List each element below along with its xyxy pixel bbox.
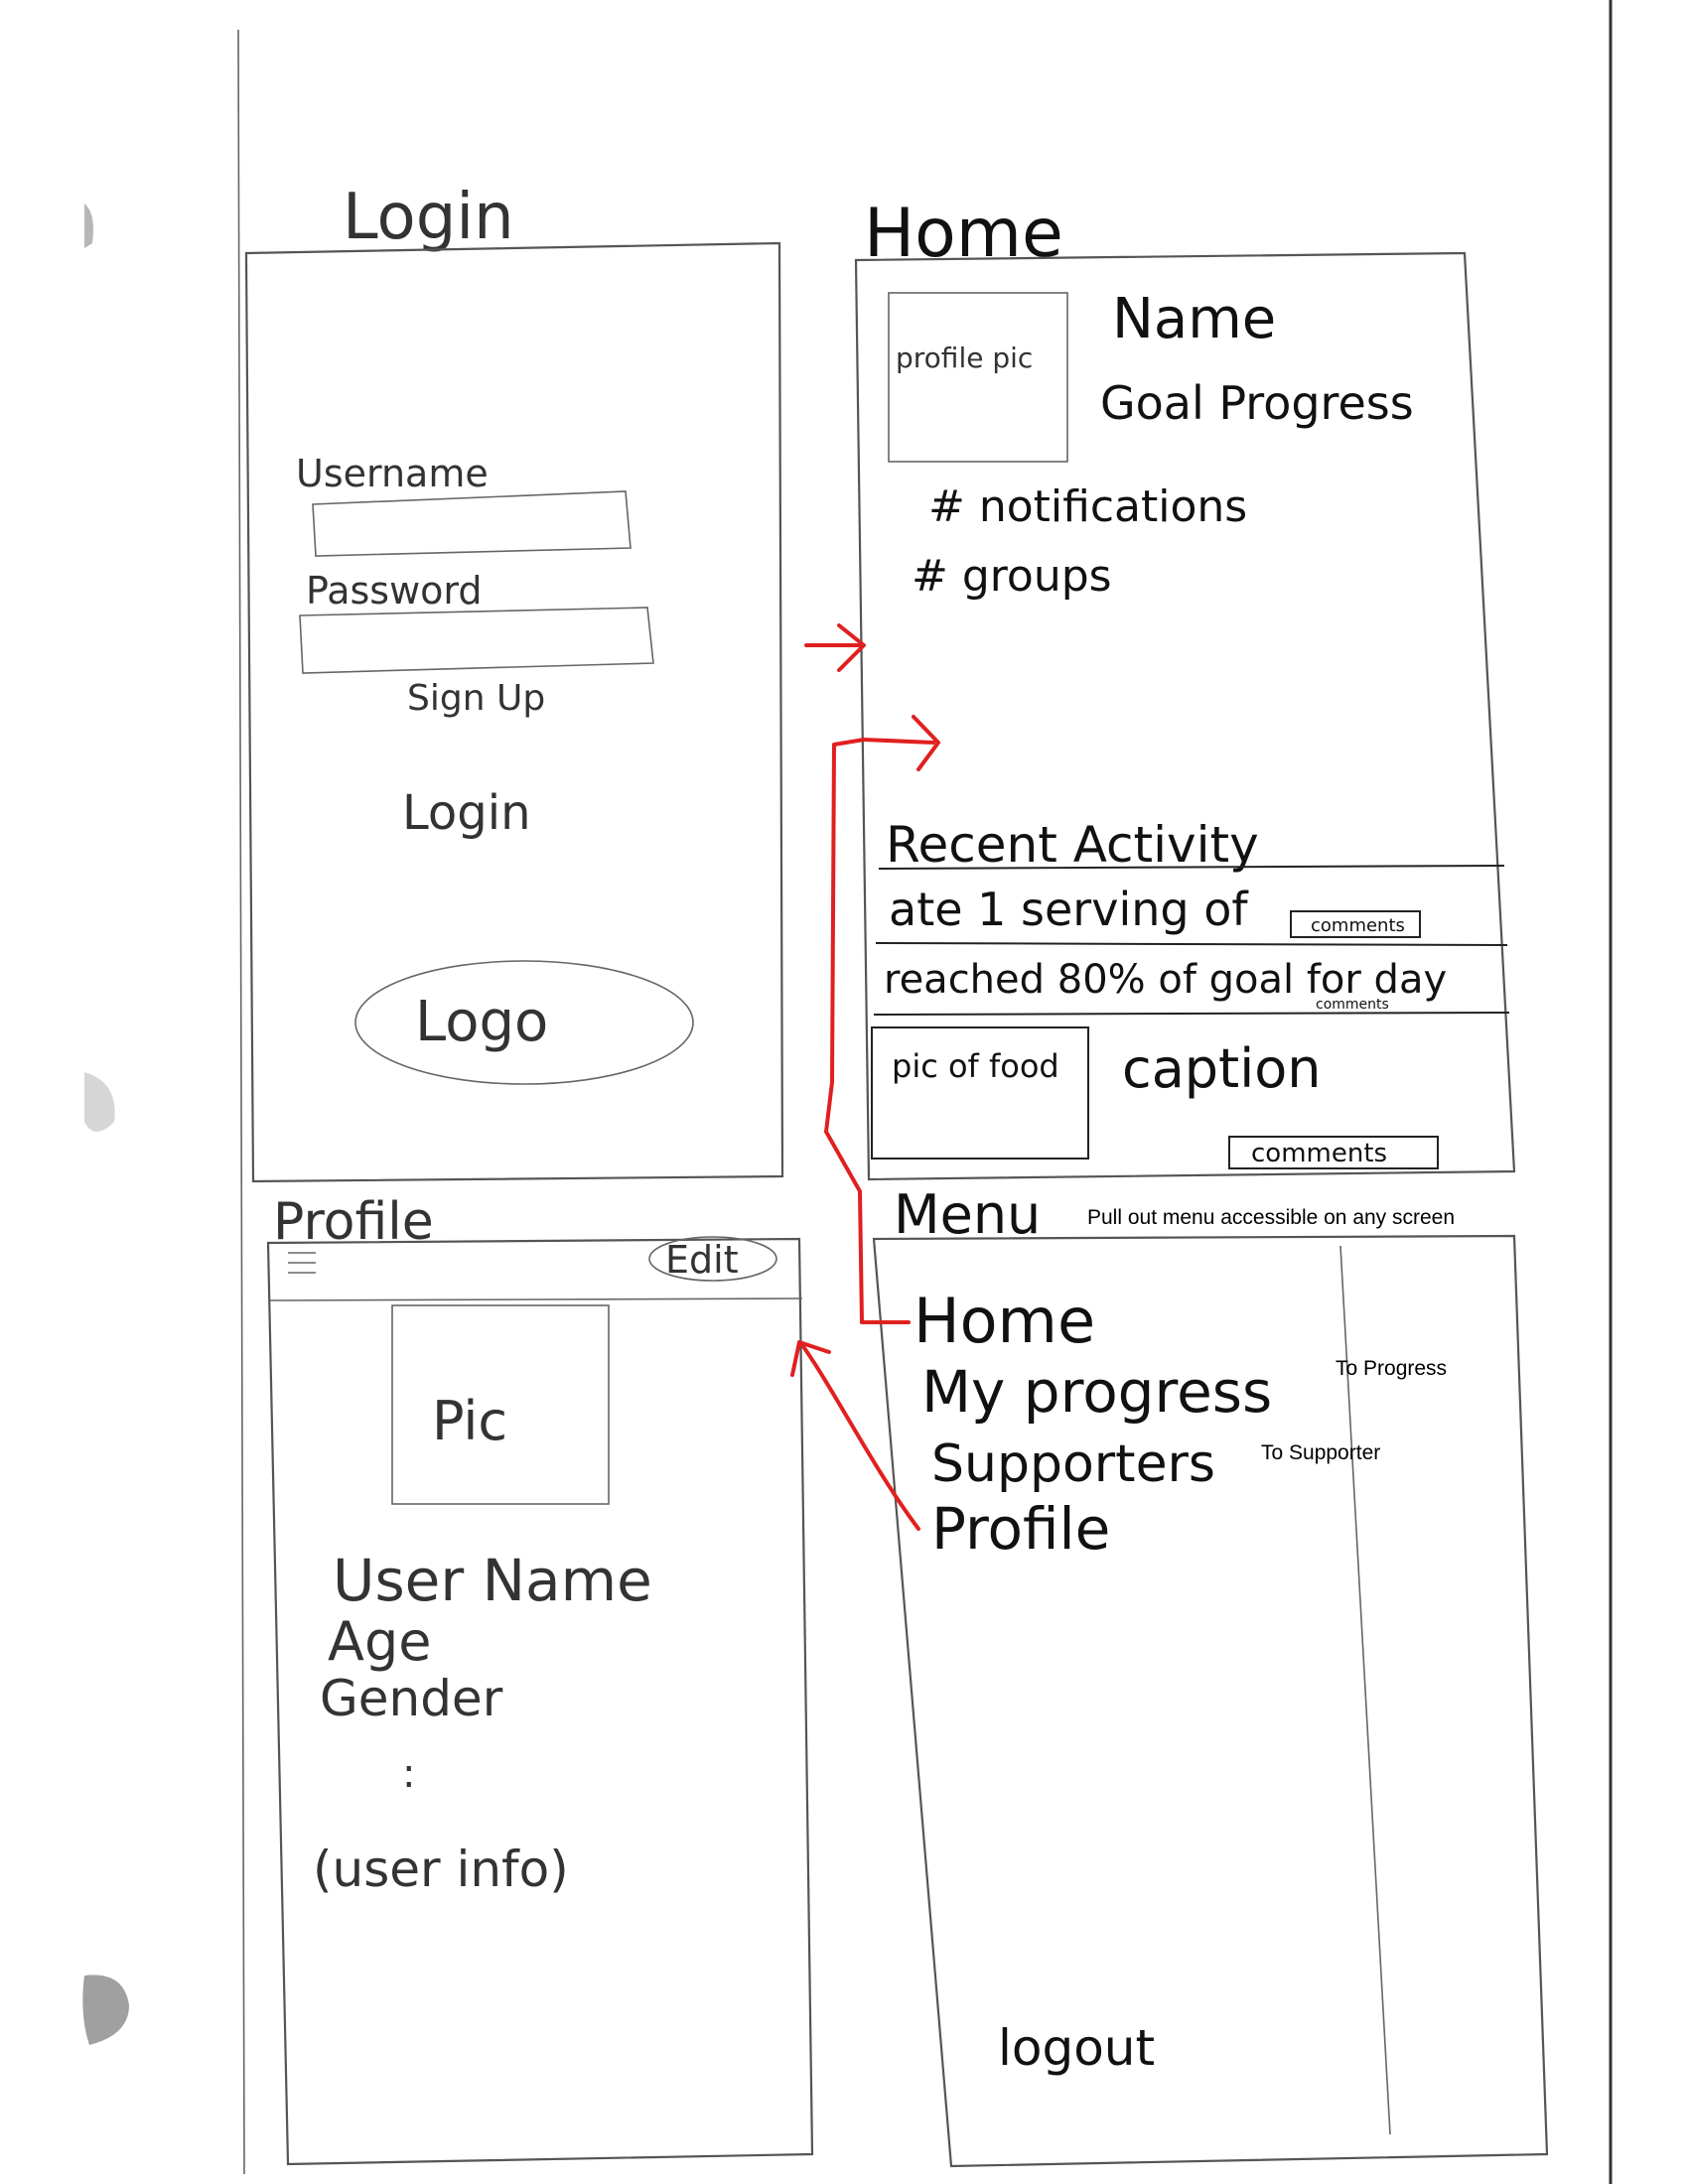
logo-placeholder <box>354 960 694 1085</box>
home-frame <box>854 251 1516 1181</box>
login-screen: Login Username Password Sign Up Login Lo… <box>244 181 784 1183</box>
password-label: Password <box>306 569 483 613</box>
age-label: Age <box>328 1610 431 1673</box>
home-screen: Home profile pic Name Goal Progress # no… <box>854 195 1516 1181</box>
edit-button-label: Edit <box>665 1238 739 1282</box>
profile-pic-placeholder <box>888 292 1068 463</box>
activity-item: reached 80% of goal for day comments <box>873 957 1510 1016</box>
menu-panel-edge <box>1339 1245 1391 2135</box>
logout-button[interactable]: logout <box>998 2019 1155 2077</box>
profile-pic-box <box>391 1304 610 1505</box>
login-button[interactable]: Login <box>402 785 531 841</box>
user-name-label: User Name <box>333 1547 652 1614</box>
home-title: Home <box>864 195 1063 273</box>
comments-button-label: comments <box>1311 915 1405 936</box>
username-field[interactable] <box>312 490 632 557</box>
activity-item-text: ate 1 serving of <box>889 883 1249 936</box>
profile-ellipsis: : <box>402 1751 415 1797</box>
menu-item-my-progress[interactable]: My progress <box>921 1358 1272 1426</box>
user-info-label: (user info) <box>313 1841 569 1898</box>
activity-item: ate 1 serving of comments <box>875 883 1508 946</box>
menu-note: Pull out menu accessible on any screen <box>1087 1206 1455 1229</box>
password-field[interactable] <box>299 607 654 674</box>
menu-frame <box>872 1234 1549 2168</box>
recent-activity-label: Recent Activity <box>886 816 1259 874</box>
notifications-label[interactable]: # notifications <box>928 481 1247 532</box>
to-progress-note: To Progress <box>1336 1357 1447 1380</box>
login-frame <box>244 241 784 1183</box>
goal-progress-label: Goal Progress <box>1100 376 1414 430</box>
post-comments-button[interactable] <box>1228 1136 1439 1169</box>
comments-button[interactable] <box>1290 910 1421 938</box>
flow-arrows <box>790 623 940 1531</box>
gender-label: Gender <box>320 1670 503 1727</box>
hamburger-icon[interactable] <box>288 1252 316 1274</box>
paper-margin-line <box>237 29 245 2175</box>
logo-label: Logo <box>415 990 548 1054</box>
binder-hole <box>84 204 93 248</box>
profile-pic-label: profile pic <box>896 341 1033 374</box>
arrow-login-to-home <box>804 623 866 672</box>
menu-item-supporters[interactable]: Supporters <box>931 1434 1215 1494</box>
groups-label[interactable]: # groups <box>912 551 1112 602</box>
menu-screen: Menu Pull out menu accessible on any scr… <box>872 1183 1549 2168</box>
profile-pic-label: Pic <box>432 1390 507 1452</box>
login-title: Login <box>343 181 514 254</box>
profile-screen: Profile Edit Pic User Name Age Gender : … <box>266 1192 814 2166</box>
food-pic-placeholder <box>871 1026 1089 1160</box>
activity-divider <box>875 942 1508 946</box>
menu-item-profile[interactable]: Profile <box>931 1495 1110 1563</box>
menu-item-home[interactable]: Home <box>914 1285 1095 1357</box>
home-name-label: Name <box>1112 287 1276 351</box>
arrow-menu-home-to-home <box>824 715 940 1324</box>
binder-hole <box>82 1975 129 2045</box>
activity-item-text: reached 80% of goal for day <box>884 957 1447 1003</box>
username-label: Username <box>296 452 489 495</box>
edit-button[interactable] <box>648 1236 777 1282</box>
arrow-menu-profile-to-profile <box>790 1340 920 1531</box>
post-comments-label: comments <box>1251 1139 1387 1168</box>
profile-header-divider <box>269 1297 803 1301</box>
profile-frame <box>266 1237 814 2166</box>
signup-link[interactable]: Sign Up <box>407 678 545 719</box>
food-post: pic of food caption comments <box>871 1026 1439 1169</box>
to-supporter-note: To Supporter <box>1261 1441 1380 1464</box>
menu-title: Menu <box>894 1183 1041 1246</box>
activity-divider <box>878 865 1505 870</box>
post-caption: caption <box>1122 1037 1322 1100</box>
binder-hole <box>84 1072 115 1132</box>
food-pic-label: pic of food <box>892 1047 1059 1085</box>
comments-button-label[interactable]: comments <box>1316 997 1389 1013</box>
activity-divider <box>873 1012 1510 1016</box>
